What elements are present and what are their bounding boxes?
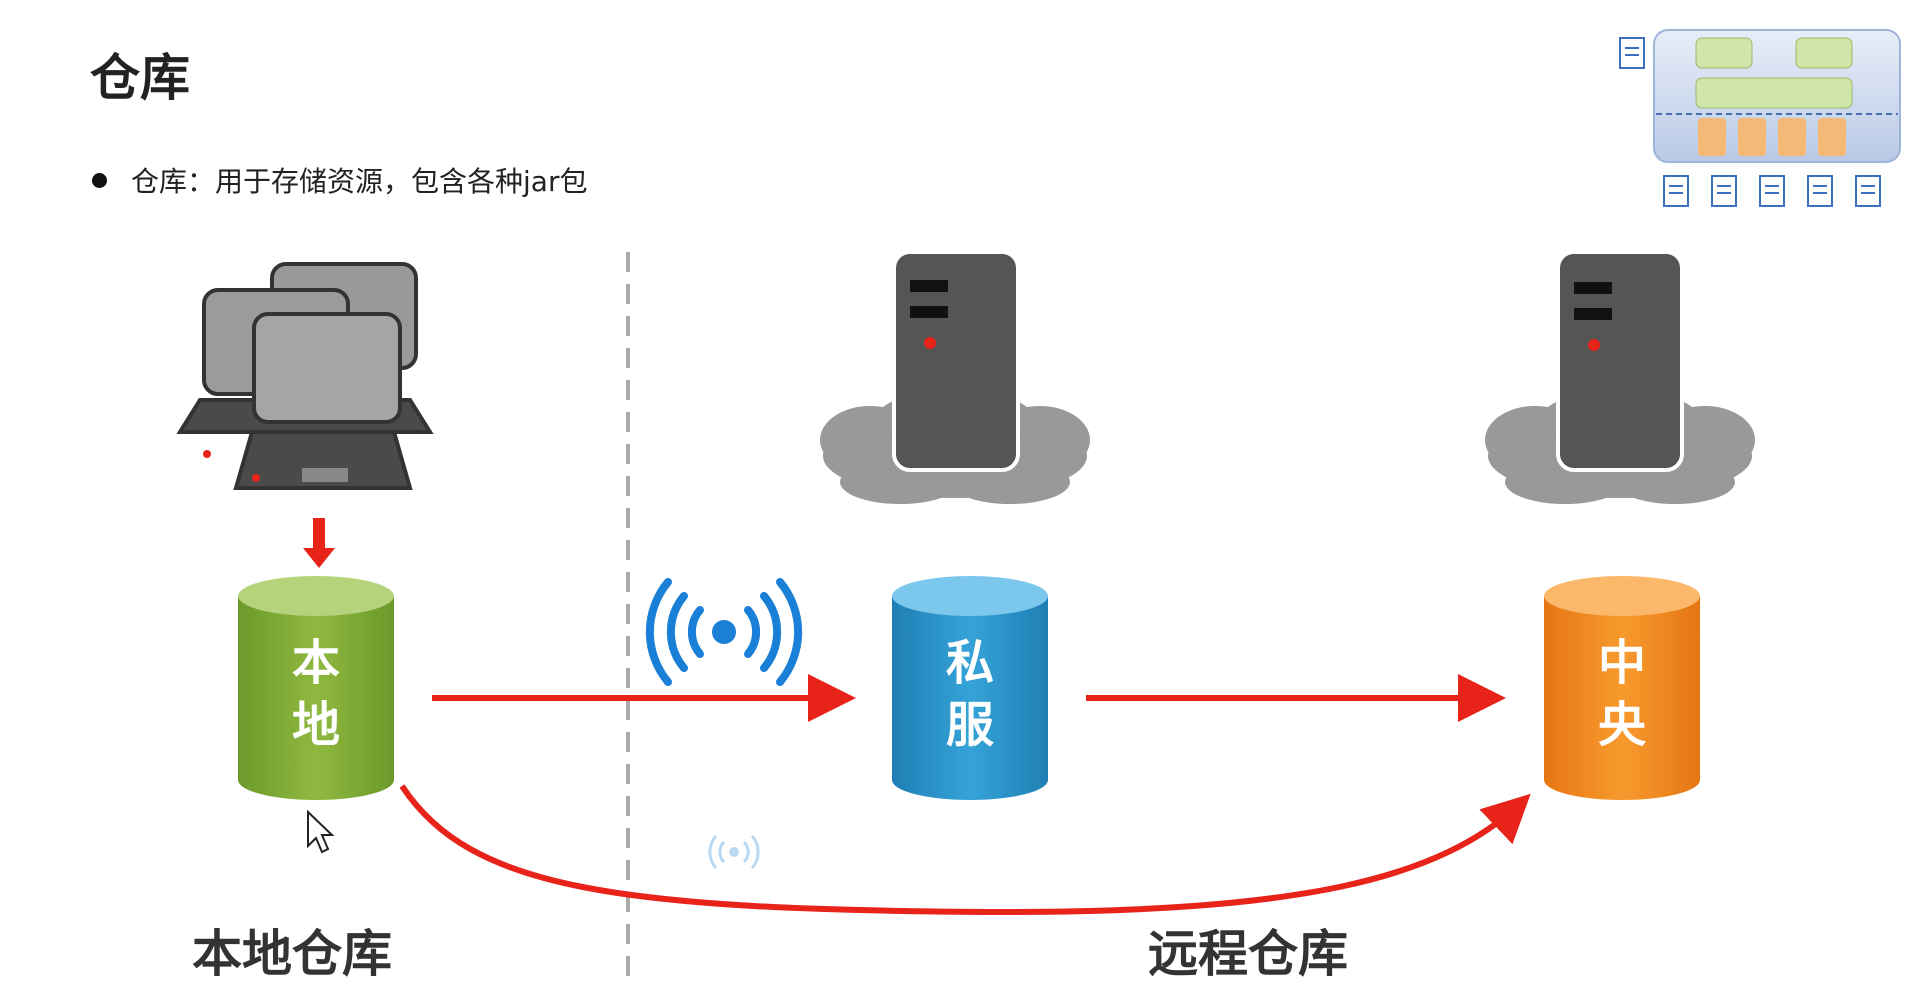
mouse-cursor-icon (307, 809, 335, 854)
local-repo-label-line2: 地 (291, 697, 340, 753)
bullet-item: 仓库：用于存储资源，包含各种jar包 (92, 160, 587, 200)
central-repository-cylinder (1544, 576, 1700, 800)
bullet-text: 仓库：用于存储资源，包含各种jar包 (131, 165, 588, 198)
private-repo-label-line1: 私 (945, 635, 994, 691)
private-repo-label-line2: 服 (945, 697, 994, 753)
bullet-dot (92, 172, 107, 188)
local-repo-label-line1: 本 (291, 635, 340, 691)
local-repository-section-label: 本地仓库 (192, 925, 392, 983)
slide-thumbnail-icon (1619, 29, 1901, 207)
local-repository-cylinder (238, 576, 394, 800)
central-repo-label: 中 央 (1592, 632, 1652, 756)
local-repo-label: 本 地 (286, 632, 346, 756)
wifi-signal-faint-icon (708, 835, 760, 869)
computers-icon (176, 262, 434, 490)
remote-repository-section-label: 远程仓库 (1148, 925, 1348, 983)
private-repo-label: 私 服 (940, 632, 1000, 756)
wifi-signal-icon (645, 578, 803, 686)
down-arrow-icon (303, 518, 335, 568)
central-repo-label-line2: 央 (1597, 697, 1646, 753)
server-icon (1556, 250, 1684, 472)
private-repository-cylinder (892, 576, 1048, 800)
server-icon (892, 250, 1020, 472)
page-title: 仓库 (90, 49, 190, 107)
arrow-local-to-central (399, 784, 1531, 916)
central-repo-label-line1: 中 (1597, 635, 1646, 691)
